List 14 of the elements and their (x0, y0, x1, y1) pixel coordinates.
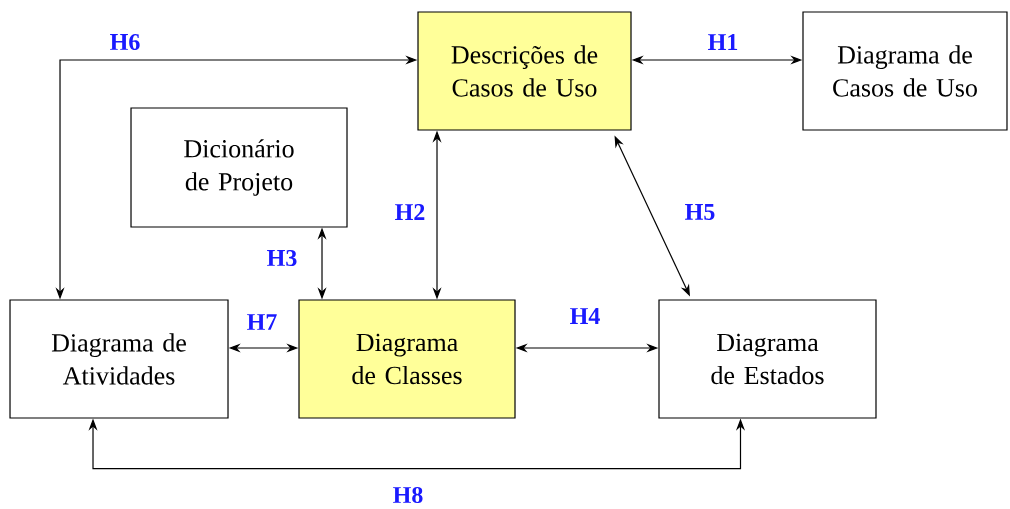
edge-label: H8 (391, 485, 425, 505)
edge-label: H2 (393, 203, 427, 221)
edge-label: H7 (245, 313, 279, 331)
process-box: Descrições de Casos de Uso (417, 11, 632, 131)
process-box: Diagrama de Atividades (9, 299, 229, 419)
edge-label: H3 (265, 248, 299, 268)
edge-label: H1 (706, 33, 740, 51)
process-box: Diagrama de Casos de Uso (802, 11, 1008, 131)
edge-label: H5 (683, 203, 717, 221)
process-box: Diagrama de Classes (298, 299, 516, 419)
edge-label: H4 (568, 307, 602, 325)
edge-label: H6 (108, 32, 142, 52)
process-box: Dicionário de Projeto (130, 107, 348, 228)
process-box: Diagrama de Estados (658, 299, 877, 419)
